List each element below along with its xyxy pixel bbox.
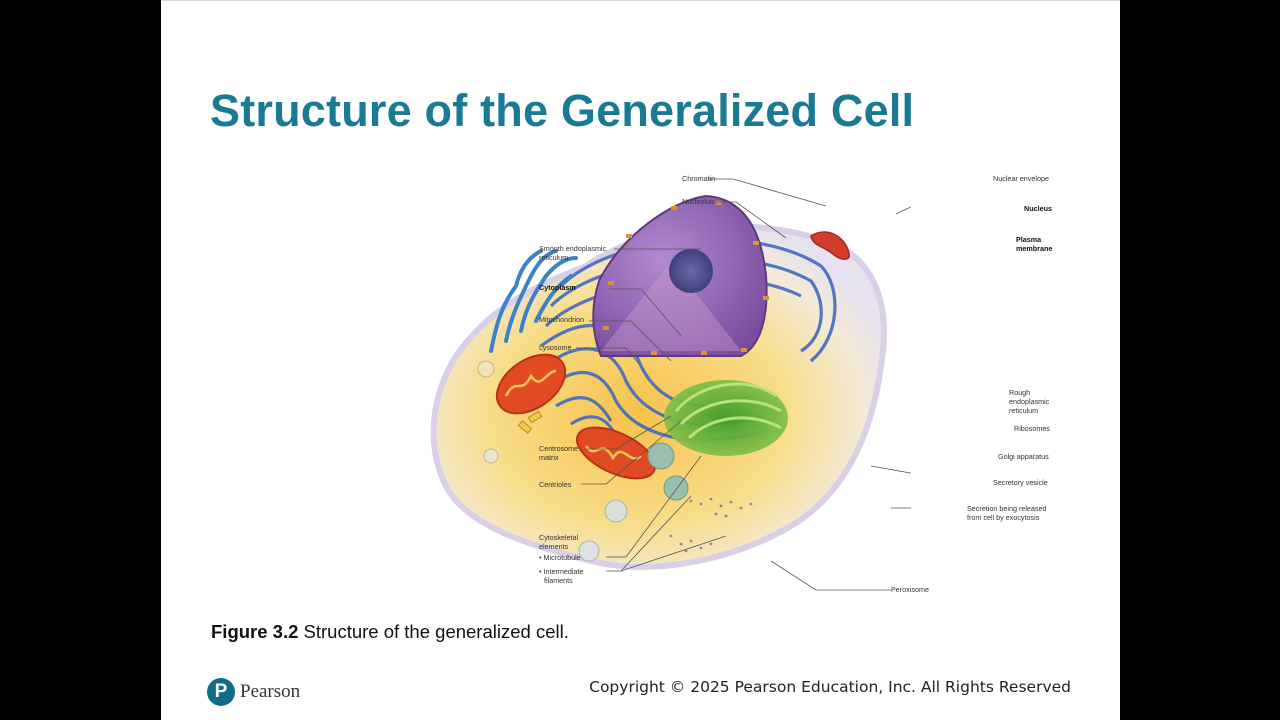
label-secretory-vesicle: Secretory vesicle [993,478,1048,487]
label-ribosomes: Ribosomes [1014,424,1050,433]
label-smooth-er-2: reticulum [539,253,569,262]
figure-caption: Figure 3.2 Structure of the generalized … [211,621,569,643]
cell-diagram: Chromatin Nucleolus Nuclear envelope Nuc… [371,166,1052,601]
smooth-er-shape [489,249,578,353]
cell-illustration [430,177,1021,591]
label-chromatin: Chromatin [682,174,716,183]
label-centrosome-1: Centrosome [539,444,579,453]
slide-title: Structure of the Generalized Cell [210,85,915,136]
label-intermediate-2: filaments [544,576,573,585]
label-microtubule: • Microtubule [539,553,581,562]
label-cytoskeletal-1: Cytoskeletal [539,533,579,542]
label-rough-er-2: endoplasmic [1009,397,1050,406]
pearson-logo-text: Pearson [240,681,301,702]
label-nuclear-envelope: Nuclear envelope [993,174,1049,183]
secretion-dots [669,497,753,553]
copyright-notice: Copyright © 2025 Pearson Education, Inc.… [589,678,1071,696]
label-lysosome: Lysosome [539,343,572,352]
label-secretion-2: from cell by exocytosis [967,513,1040,522]
label-centrosome-2: matrix [539,453,559,462]
label-secretion-1: Secretion being released [967,504,1047,513]
pearson-logo-icon: P [207,678,235,706]
label-plasma-membrane-1: Plasma [1016,235,1042,244]
label-rough-er-1: Rough [1009,388,1031,397]
label-peroxisome: Peroxisome [891,585,929,594]
label-cytoskeletal-2: elements [539,542,569,551]
label-nucleolus: Nucleolus [682,197,714,206]
label-intermediate-1: • Intermediate [539,567,584,576]
label-smooth-er-1: Smooth endoplasmic [539,244,607,253]
caption-label: Figure 3.2 [211,621,299,642]
golgi-shape [664,380,788,456]
slide: Structure of the Generalized Cell [161,0,1120,720]
label-centrioles: Centrioles [539,480,572,489]
label-rough-er-3: reticulum [1009,406,1039,415]
mitochondrion-shape [495,353,656,480]
label-cytoplasm: Cytoplasm [539,283,576,292]
label-plasma-membrane-2: membrane [1016,244,1053,253]
label-mitochondrion: Mitochondrion [539,315,585,324]
nuclear-pores [603,201,769,355]
caption-text: Structure of the generalized cell. [298,621,569,642]
label-golgi: Golgi apparatus [998,452,1049,461]
centrioles-shape [517,410,543,434]
nucleolus-shape [669,249,713,293]
label-nucleus: Nucleus [1024,204,1052,213]
pearson-logo: P Pearson [207,676,300,708]
